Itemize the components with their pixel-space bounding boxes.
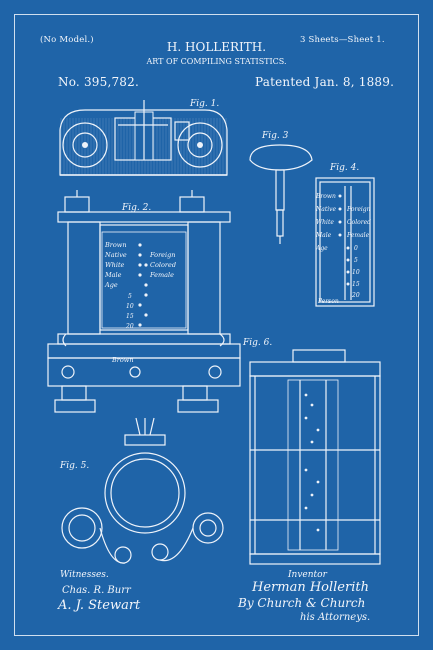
card-label-bottom: Brown: [111, 356, 134, 364]
sheet-border: [14, 14, 419, 636]
fig4-label-age: Age: [315, 245, 328, 252]
card-label-native: Native: [104, 251, 127, 259]
card-label-foreign: Foreign: [149, 251, 175, 259]
card-digit-5: 5: [128, 293, 132, 300]
fig4-card-holes: [338, 194, 350, 286]
figure-6: [249, 349, 381, 565]
card-digit-15: 15: [126, 313, 134, 320]
card-label-female: Female: [149, 271, 174, 279]
patent-date: Patented Jan. 8, 1889.: [255, 75, 395, 89]
sheets-label: 3 Sheets—Sheet 1.: [300, 35, 385, 45]
figure-2: [47, 190, 241, 413]
no-model-label: (No Model.): [40, 35, 94, 45]
fig2-card-holes: [138, 243, 148, 327]
fig4-card-labels: Brown Native White Male Age Foreign Colo…: [315, 193, 371, 305]
card-digit-10: 10: [126, 303, 134, 310]
figure-4: [315, 177, 375, 307]
attorneys-label: his Attorneys.: [300, 612, 371, 623]
fig4-digit-0: 0: [354, 245, 358, 252]
fig4-label-native: Native: [315, 206, 337, 213]
fig6-holes: [304, 393, 320, 532]
card-label-brown: Brown: [104, 241, 127, 249]
witnesses-label: Witnesses.: [60, 570, 109, 580]
card-label-white: White: [105, 261, 125, 269]
fig4-label: Fig. 4.: [329, 163, 359, 173]
fig4-digit-10: 10: [352, 269, 360, 276]
card-label-male: Male: [104, 271, 122, 279]
witness-signature-1: Chas. R. Burr: [62, 585, 131, 596]
card-digit-20: 20: [125, 323, 134, 330]
fig2-label: Fig. 2.: [121, 203, 151, 213]
fig2-card-labels: Brown Native White Male Age Foreign Colo…: [104, 241, 176, 364]
witness-signature-2: A. J. Stewart: [58, 598, 141, 613]
fig3-label: Fig. 3: [261, 131, 289, 141]
inventor-heading: H. HOLLERITH.: [166, 40, 267, 54]
fig4-label-brown: Brown: [315, 193, 336, 200]
fig4-label-foreign: Foreign: [346, 206, 371, 213]
fig1-label: Fig. 1.: [189, 99, 219, 109]
fig4-digit-15: 15: [352, 281, 360, 288]
inventor-label: Inventor: [288, 570, 327, 580]
fig4-label-female: Female: [346, 232, 370, 239]
patent-title: ART OF COMPILING STATISTICS.: [146, 57, 287, 66]
card-label-colored: Colored: [150, 261, 176, 269]
fig4-digit-5: 5: [354, 257, 358, 264]
figure-5: [61, 417, 224, 564]
figure-1: [59, 100, 228, 176]
inventor-signature: Herman Hollerith: [252, 580, 369, 595]
fig4-digit-20: 20: [351, 292, 360, 299]
patent-number: No. 395,782.: [58, 75, 139, 89]
fig5-label: Fig. 5.: [59, 461, 89, 471]
fig4-label-white: White: [316, 219, 334, 226]
fig4-label-person: Person: [317, 298, 339, 305]
fig6-label: Fig. 6.: [242, 338, 272, 348]
figure-3: [249, 144, 313, 244]
attorney-signature: By Church & Church: [238, 596, 366, 610]
fig4-label-colored: Colored: [347, 219, 371, 226]
card-label-age: Age: [104, 281, 118, 289]
fig4-label-male: Male: [315, 232, 332, 239]
